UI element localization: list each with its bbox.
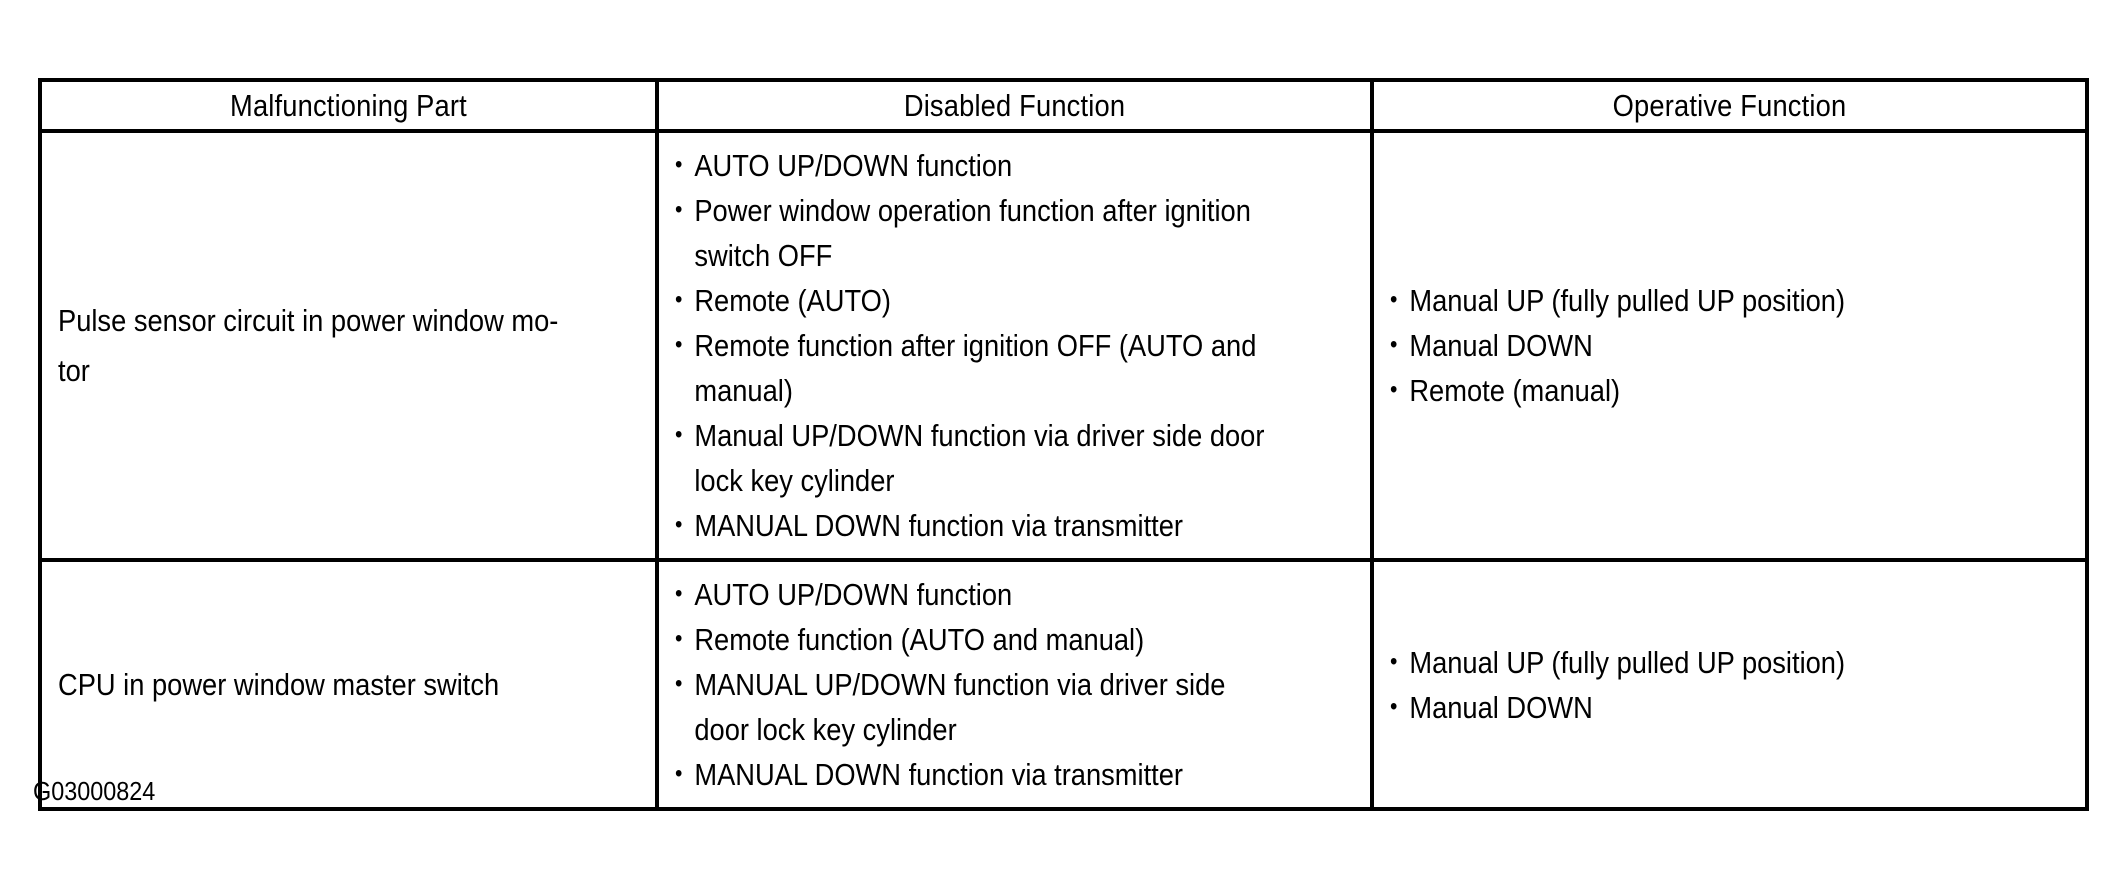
list-item: Manual UP (fully pulled UP position) (1390, 639, 1989, 685)
table-header-row: Malfunctioning Part Disabled Function Op… (38, 78, 2089, 133)
column-header-malfunctioning-part: Malfunctioning Part (38, 78, 659, 133)
column-header-operative-function-label: Operative Function (1612, 87, 1847, 123)
cell-inner: CPU in power window master switch (42, 650, 655, 720)
list-item: Manual UP/DOWN function via driver side … (675, 412, 1274, 503)
list-item: Remote (manual) (1390, 367, 1989, 413)
column-header-malfunctioning-part-label: Malfunctioning Part (230, 87, 467, 123)
list-item: Manual DOWN (1390, 322, 1989, 368)
list-item: Remote function (AUTO and manual) (675, 616, 1274, 662)
list-item: Manual UP (fully pulled UP position) (1390, 277, 1989, 323)
cell-operative-function: Manual UP (fully pulled UP position) Man… (1370, 558, 2089, 811)
cell-malfunctioning-part: CPU in power window master switch (38, 558, 659, 811)
table-row: CPU in power window master switch AUTO U… (38, 558, 2089, 811)
cell-disabled-function: AUTO UP/DOWN function Power window opera… (655, 129, 1374, 562)
operative-function-list: Manual UP (fully pulled UP position) Man… (1390, 277, 2071, 413)
column-header-operative-function: Operative Function (1370, 78, 2089, 133)
cell-inner: AUTO UP/DOWN function Power window opera… (659, 133, 1370, 558)
disabled-function-list: AUTO UP/DOWN function Power window opera… (675, 142, 1356, 548)
list-item: AUTO UP/DOWN function (675, 142, 1274, 188)
cell-disabled-function: AUTO UP/DOWN function Remote function (A… (655, 558, 1374, 811)
disabled-function-list: AUTO UP/DOWN function Remote function (A… (675, 571, 1356, 797)
list-item: MANUAL DOWN function via transmitter (675, 751, 1274, 797)
cell-malfunctioning-part: Pulse sensor circuit in power window mo-… (38, 129, 659, 562)
malfunctioning-part-text: Pulse sensor circuit in power window mo-… (58, 302, 559, 388)
column-header-disabled-function-label: Disabled Function (903, 87, 1126, 123)
list-item: Manual DOWN (1390, 684, 1989, 730)
cell-inner: AUTO UP/DOWN function Remote function (A… (659, 562, 1370, 807)
list-item: Remote (AUTO) (675, 277, 1274, 323)
list-item: AUTO UP/DOWN function (675, 571, 1274, 617)
column-header-disabled-function: Disabled Function (655, 78, 1374, 133)
table-row: Pulse sensor circuit in power window mo-… (38, 129, 2089, 562)
cell-inner: Manual UP (fully pulled UP position) Man… (1374, 268, 2085, 423)
figure-code-label: G03000824 (33, 776, 156, 806)
malfunctioning-part-text: CPU in power window master switch (58, 666, 500, 702)
list-item: MANUAL DOWN function via transmitter (675, 502, 1274, 548)
list-item: Remote function after ignition OFF (AUTO… (675, 322, 1274, 413)
list-item: Power window operation function after ig… (675, 187, 1274, 278)
table-body: Pulse sensor circuit in power window mo-… (38, 129, 2089, 811)
malfunction-function-table: Malfunctioning Part Disabled Function Op… (38, 78, 2089, 811)
table-header: Malfunctioning Part Disabled Function Op… (38, 78, 2089, 133)
cell-inner: Pulse sensor circuit in power window mo-… (42, 286, 655, 406)
cell-operative-function: Manual UP (fully pulled UP position) Man… (1370, 129, 2089, 562)
list-item: MANUAL UP/DOWN function via driver side … (675, 661, 1274, 752)
operative-function-list: Manual UP (fully pulled UP position) Man… (1390, 639, 2071, 730)
cell-inner: Manual UP (fully pulled UP position) Man… (1374, 630, 2085, 740)
